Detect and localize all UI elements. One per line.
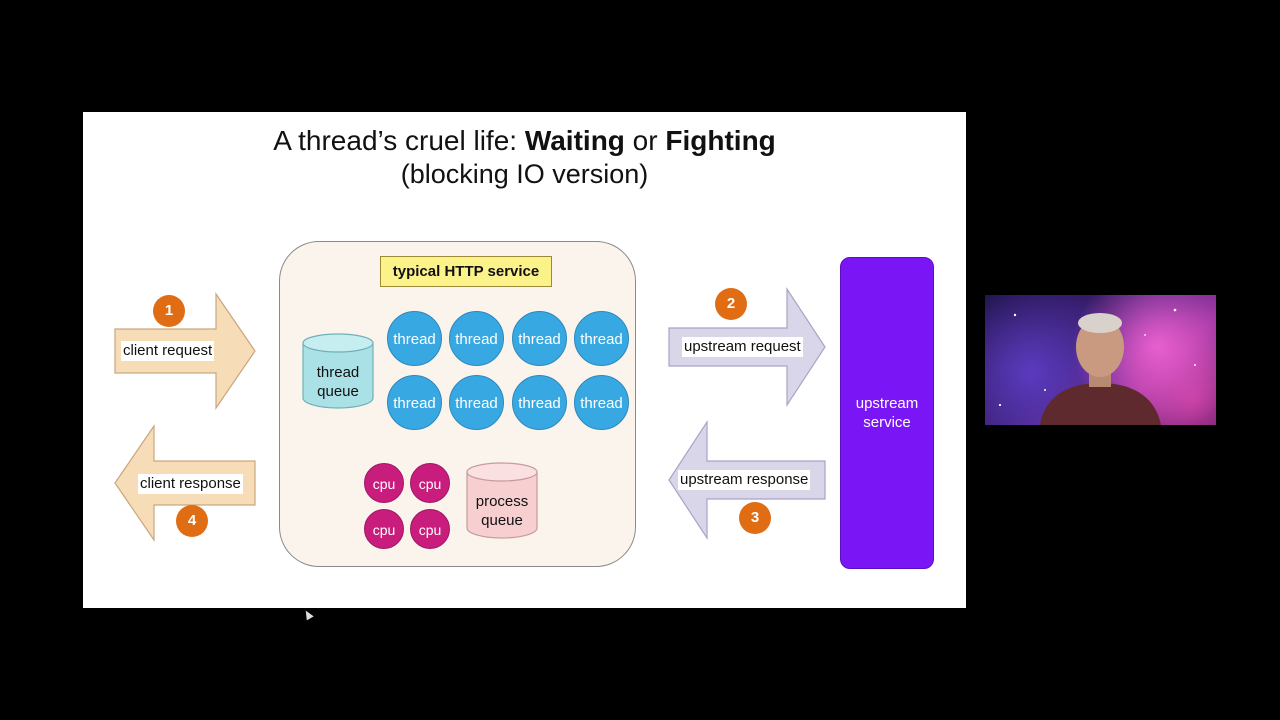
slide: A thread’s cruel life: Waiting or Fighti… <box>83 112 966 608</box>
process-queue-cylinder <box>466 462 538 539</box>
thread-circle: thread <box>574 375 629 430</box>
http-service-label: typical HTTP service <box>380 256 552 287</box>
thread-queue-cylinder <box>302 333 374 409</box>
process-queue-line2: queue <box>481 512 523 529</box>
upstream-line1: upstream <box>855 395 919 412</box>
badge-3: 3 <box>739 502 771 534</box>
thread-circle: thread <box>387 375 442 430</box>
client-response-label: client response <box>138 474 243 494</box>
thread-circle: thread <box>512 311 567 366</box>
upstream-service-label: upstream service <box>841 394 933 432</box>
thread-queue-label: thread queue <box>301 363 375 401</box>
thread-circle: thread <box>387 311 442 366</box>
presenter-silhouette <box>998 308 1196 425</box>
client-request-label: client request <box>121 341 215 361</box>
thread-circle: thread <box>449 375 504 430</box>
badge-1: 1 <box>153 295 185 327</box>
slide-subtitle: (blocking IO version) <box>400 159 649 189</box>
badge-2: 2 <box>715 288 747 320</box>
thread-circle: thread <box>512 375 567 430</box>
thread-queue-line1: thread <box>316 364 360 381</box>
upstream-response-label: upstream response <box>678 470 811 490</box>
presenter-webcam <box>985 295 1216 425</box>
thread-circle: thread <box>574 311 629 366</box>
upstream-service-box: upstream service <box>840 257 934 569</box>
cpu-circle: cpu <box>410 463 450 503</box>
title-waiting: Waiting <box>524 125 625 156</box>
process-queue-line1: process <box>475 493 529 510</box>
thread-queue-line2: queue <box>317 383 359 400</box>
upstream-line2: service <box>863 414 911 431</box>
process-queue-label: process queue <box>465 492 539 530</box>
title-fighting: Fighting <box>665 125 776 156</box>
thread-circle: thread <box>449 311 504 366</box>
slide-title: A thread’s cruel life: Waiting or Fighti… <box>83 124 966 158</box>
mouse-cursor-icon <box>302 608 314 621</box>
title-prefix: A thread’s cruel life: <box>273 125 525 156</box>
badge-4: 4 <box>176 505 208 537</box>
cpu-circle: cpu <box>410 509 450 549</box>
cpu-circle: cpu <box>364 463 404 503</box>
upstream-request-label: upstream request <box>682 337 803 357</box>
title-mid: or <box>624 125 666 156</box>
cpu-circle: cpu <box>364 509 404 549</box>
